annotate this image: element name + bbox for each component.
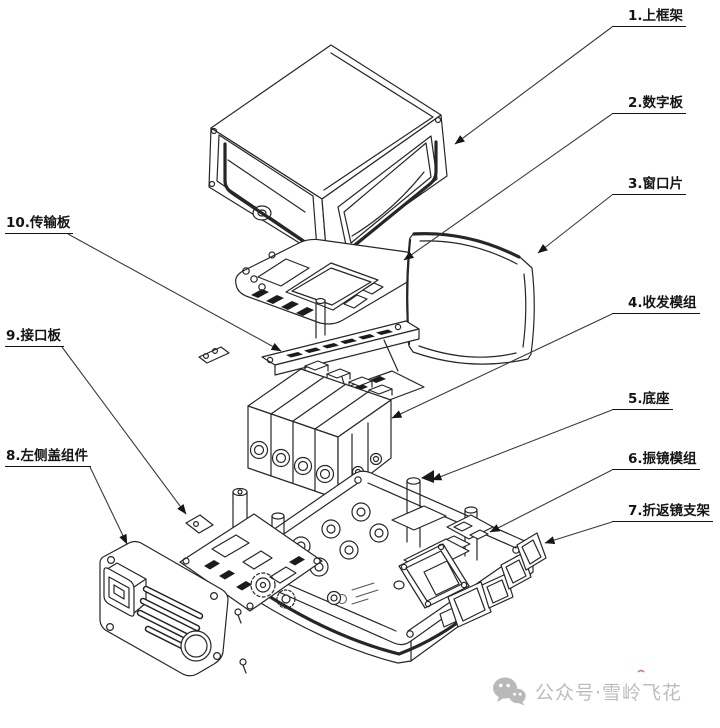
leader-3 (537, 194, 613, 254)
callout-interface-board: 9.接口板 (5, 326, 65, 347)
callout-galvo-module: 6.振镜模组 (612, 449, 700, 470)
leader-10 (67, 233, 282, 352)
part-digital-board (235, 238, 449, 339)
part-left-cover (99, 540, 247, 677)
leader-4 (391, 313, 613, 419)
leader-6 (489, 469, 613, 533)
leader-lines (61, 26, 613, 545)
wechat-icon (492, 676, 526, 706)
callout-transmission: 10.传输板 (5, 213, 74, 234)
part-window-piece (406, 232, 535, 365)
leader-1 (454, 26, 613, 145)
callout-base: 5.底座 (612, 389, 673, 410)
part-top-frame (208, 44, 448, 261)
part-mirror-brackets (439, 532, 547, 628)
callout-mirror-bracket: 7.折返镜支架 (612, 501, 714, 522)
callout-transceiver: 4.收发模组 (612, 293, 700, 314)
callout-digital-board: 2.数字板 (612, 93, 687, 114)
callout-top-frame: 1.上框架 (612, 6, 687, 27)
red-artifact (637, 669, 645, 673)
leader-9 (61, 346, 187, 515)
leader-2 (403, 113, 613, 261)
leader-5 (431, 409, 613, 481)
watermark-text: 公众号·雪岭飞花 (535, 681, 683, 704)
part-transceiver-module (247, 360, 393, 500)
watermark: 公众号·雪岭飞花 (492, 676, 682, 706)
leader-8 (89, 466, 128, 545)
callout-window-piece: 3.窗口片 (612, 174, 687, 195)
callout-left-cover: 8.左侧盖组件 (5, 446, 92, 467)
part-galvo-module (393, 514, 494, 609)
leader-7 (544, 521, 613, 544)
